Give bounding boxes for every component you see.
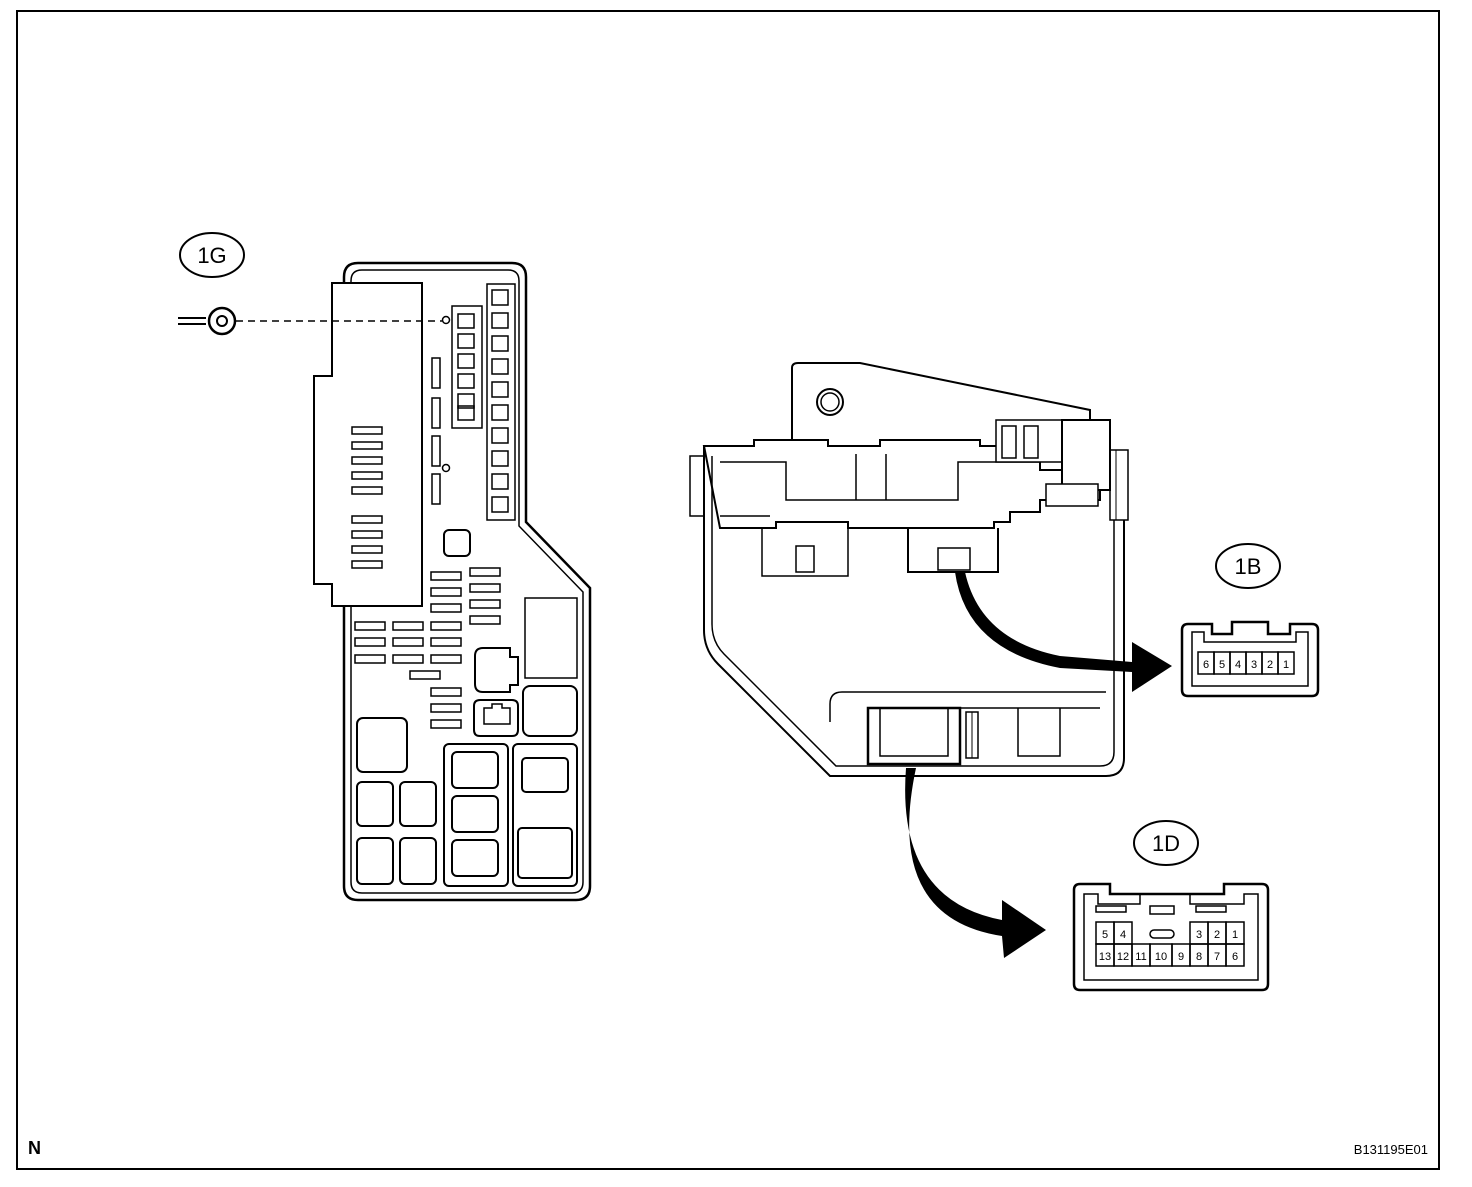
label-1g-badge: [179, 232, 245, 278]
label-1g: 1G: [197, 243, 226, 268]
figure-code: B131195E01: [1354, 1142, 1428, 1157]
pin-1d-13: 13: [1099, 951, 1111, 963]
vertical-slots: [431, 357, 441, 505]
label-1d-badge: [1133, 820, 1199, 866]
ground-terminal-1g: [178, 306, 442, 336]
pin-1d-3: 3: [1196, 929, 1202, 941]
connector-1d: 1D 5 4 3 2 1 13 12 11 10: [905, 768, 1270, 992]
pin-1d-7: 7: [1214, 951, 1220, 963]
label-1b: 1B: [1235, 554, 1262, 579]
arrow-to-1b: [955, 572, 1172, 692]
figure-frame: [16, 10, 1440, 1170]
pin-1b-4: 4: [1235, 659, 1241, 671]
pin-1d-9: 9: [1178, 951, 1184, 963]
housing-slots: [351, 426, 383, 569]
ecu-housing: [689, 362, 1129, 777]
pin-1b-1: 1: [1283, 659, 1289, 671]
pin-1b-5: 5: [1219, 659, 1225, 671]
mini-fuses: [354, 567, 501, 729]
pin-1d-2: 2: [1214, 929, 1220, 941]
connector-1b-pins: [1197, 651, 1295, 675]
pin-1b-2: 2: [1267, 659, 1273, 671]
junction-block: [313, 261, 592, 902]
pin-1d-12: 12: [1117, 951, 1129, 963]
connector-1b: 1B 6 5 4 3 2 1: [955, 543, 1320, 698]
pin-1d-10: 10: [1155, 951, 1167, 963]
pin-1d-4: 4: [1120, 929, 1126, 941]
label-1d: 1D: [1152, 831, 1180, 856]
pin-1d-5: 5: [1102, 929, 1108, 941]
pin-1d-6: 6: [1232, 951, 1238, 963]
pin-1b-6: 6: [1203, 659, 1209, 671]
pin-1b-3: 3: [1251, 659, 1257, 671]
pin-1d-1: 1: [1232, 929, 1238, 941]
arrow-to-1d: [905, 768, 1046, 958]
connector-1d-pins: [1095, 921, 1245, 967]
corner-mark: N: [28, 1138, 41, 1158]
pin-1d-8: 8: [1196, 951, 1202, 963]
pin-1d-11: 11: [1135, 951, 1146, 963]
label-1b-badge: [1215, 543, 1281, 589]
